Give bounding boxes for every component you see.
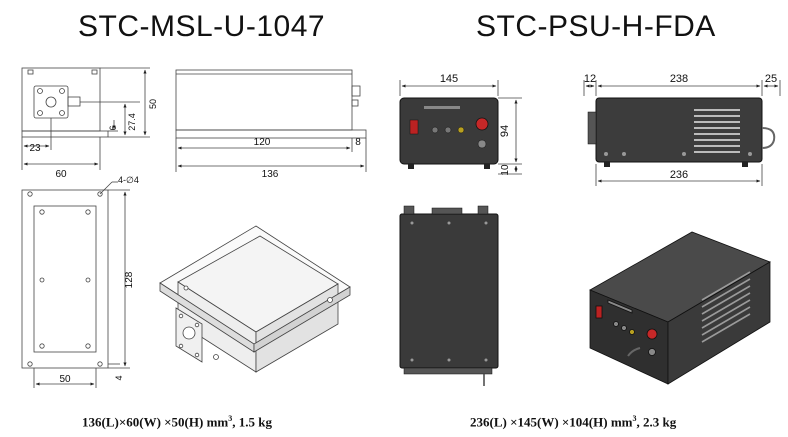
dim-psu-side-12: 12 — [584, 73, 596, 85]
laser-caption-main: 136(L)×60(W) ×50(H) mm — [82, 414, 229, 430]
dim-laser-top-50: 50 — [59, 374, 71, 385]
dim-psu-front-10: 10 — [500, 164, 511, 176]
dim-laser-front-23: 23 — [29, 143, 41, 154]
psu-caption-weight: , 2.3 kg — [636, 414, 677, 430]
psu-top-view — [399, 205, 499, 386]
dim-laser-side-136: 136 — [262, 169, 279, 180]
laser-caption-weight: , 1.5 kg — [232, 414, 272, 430]
dim-laser-top-4: 4 — [114, 375, 124, 380]
dim-laser-front-6: 6 — [108, 125, 118, 130]
dim-laser-front-60: 60 — [55, 169, 67, 180]
dim-laser-side-120: 120 — [254, 137, 271, 148]
laser-caption-exponent: 3 — [228, 414, 233, 423]
psu-side-view — [583, 80, 781, 96]
psu-dimensions-caption: 236(L) ×145(W) ×104(H) mm3, 2.3 kg — [470, 414, 676, 430]
laser-front-view — [21, 67, 150, 170]
dim-psu-front-145: 145 — [440, 73, 458, 85]
dim-laser-front-50: 50 — [148, 99, 158, 109]
dim-laser-top-128: 128 — [124, 271, 135, 288]
laser-dimensions-caption: 136(L)×60(W) ×50(H) mm3, 1.5 kg — [82, 414, 272, 430]
laser-side-view — [175, 69, 367, 172]
dim-psu-side-25: 25 — [765, 73, 777, 85]
psu-caption-exponent: 3 — [632, 414, 637, 423]
dim-laser-side-8: 8 — [355, 137, 361, 148]
psu-isometric-view — [589, 231, 771, 385]
laser-model-title: STC-MSL-U-1047 — [78, 10, 326, 43]
psu-caption-main: 236(L) ×145(W) ×104(H) mm — [470, 414, 633, 430]
psu-model-title: STC-PSU-H-FDA — [476, 10, 716, 43]
laser-top-view — [21, 181, 130, 388]
dim-laser-front-27: 27.4 — [127, 113, 137, 131]
dim-psu-front-94: 94 — [499, 125, 511, 137]
dim-laser-top-holes: 4-∅4 — [118, 175, 139, 185]
laser-isometric-view — [159, 225, 351, 373]
dim-psu-side-236: 236 — [670, 169, 688, 181]
psu-front-view — [399, 80, 499, 96]
dim-psu-side-238: 238 — [670, 73, 688, 85]
